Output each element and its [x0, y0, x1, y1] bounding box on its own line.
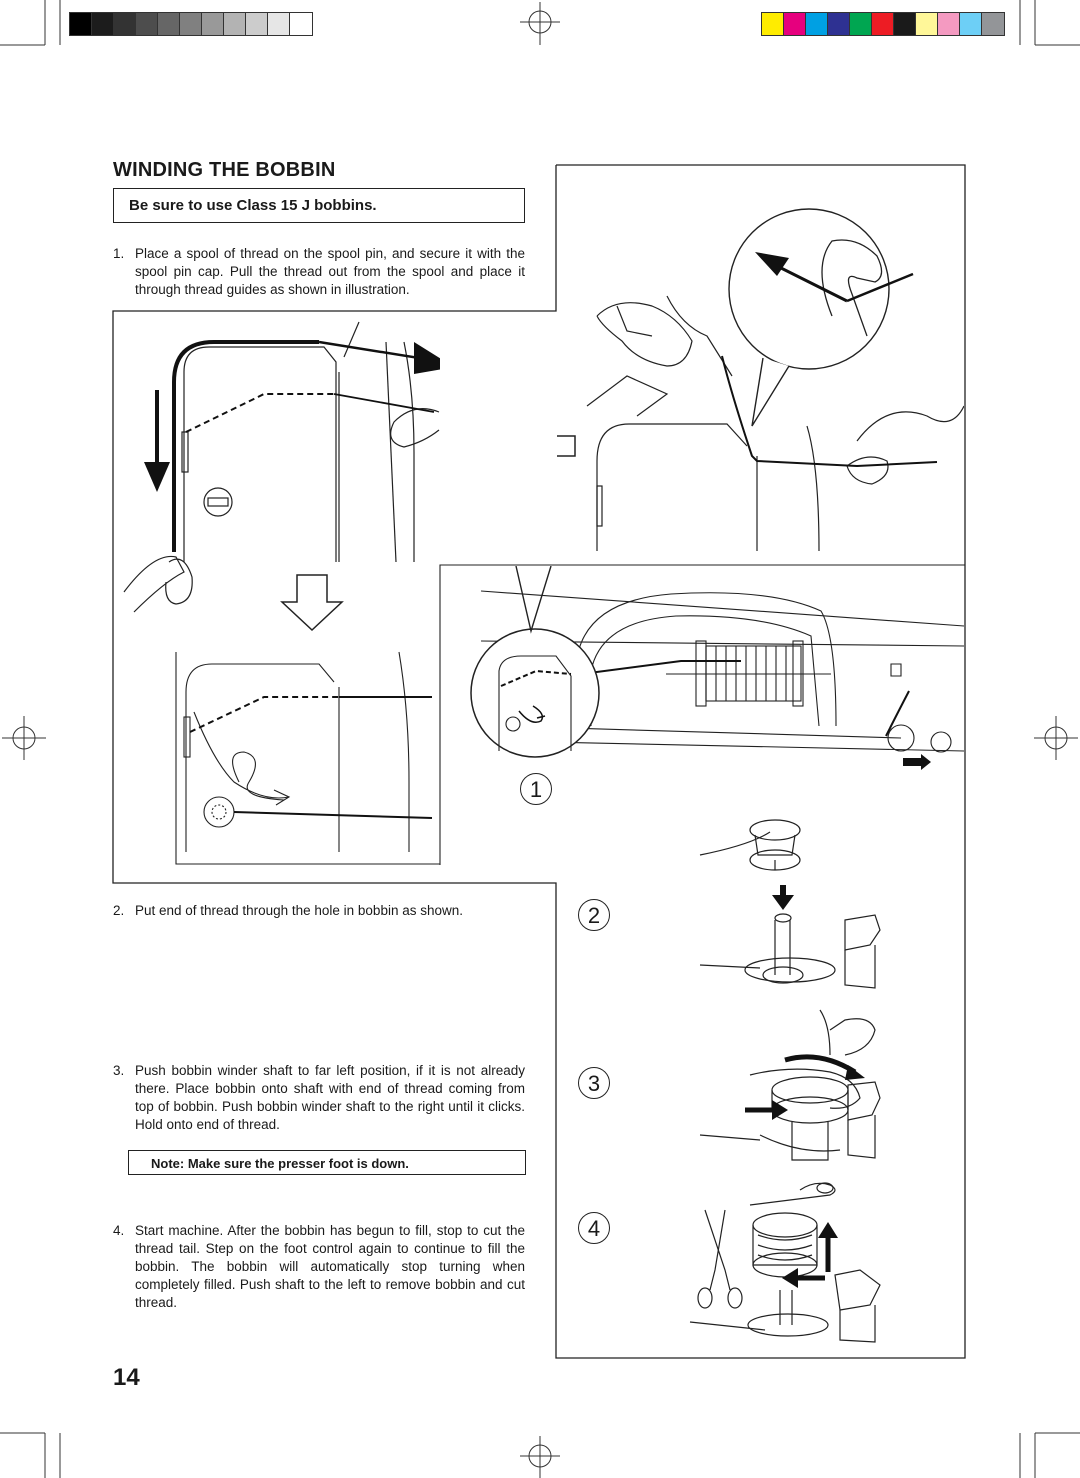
color-swatch — [982, 13, 1004, 35]
color-swatch — [938, 13, 960, 35]
color-swatch — [960, 13, 982, 35]
gray-swatch — [158, 13, 180, 35]
registration-mark-top — [520, 2, 560, 45]
step-1: 1. Place a spool of thread on the spool … — [113, 245, 525, 299]
gray-swatch — [268, 13, 290, 35]
gray-swatch — [180, 13, 202, 35]
color-swatch — [784, 13, 806, 35]
color-swatch — [850, 13, 872, 35]
gray-swatch — [70, 13, 92, 35]
registration-mark-right — [1034, 716, 1078, 760]
color-swatch — [916, 13, 938, 35]
gray-swatch — [224, 13, 246, 35]
color-swatch — [762, 13, 784, 35]
step-2: 2. Put end of thread through the hole in… — [113, 902, 525, 920]
step-number: 4. — [113, 1223, 125, 1238]
page-number: 14 — [113, 1364, 140, 1391]
gray-swatch — [136, 13, 158, 35]
spool-threading-illustration — [123, 321, 440, 865]
presser-foot-note: Note: Make sure the presser foot is down… — [128, 1150, 526, 1175]
step-text: Push bobbin winder shaft to far left pos… — [135, 1063, 525, 1132]
gray-swatch — [202, 13, 224, 35]
step-number: 1. — [113, 246, 125, 261]
figure-label-1: 1 — [520, 773, 552, 805]
gray-swatch — [290, 13, 312, 35]
thread-guide-detail-illustration — [557, 208, 964, 552]
step-text: Place a spool of thread on the spool pin… — [135, 246, 525, 297]
step-text: Put end of thread through the hole in bo… — [135, 903, 463, 918]
bobbin-class-warning: Be sure to use Class 15 J bobbins. — [113, 188, 525, 223]
step-3: 3. Push bobbin winder shaft to far left … — [113, 1062, 525, 1134]
registration-mark-bottom — [520, 1436, 560, 1478]
figure-label-3: 3 — [578, 1067, 610, 1099]
color-swatch — [894, 13, 916, 35]
section-title: WINDING THE BOBBIN — [113, 159, 336, 181]
spool-winder-illustration — [470, 566, 964, 770]
figure-label-2: 2 — [578, 899, 610, 931]
grayscale-calibration-bar — [69, 12, 313, 36]
step-4: 4. Start machine. After the bobbin has b… — [113, 1222, 525, 1312]
registration-mark-left — [2, 716, 46, 760]
gray-swatch — [92, 13, 114, 35]
step-number: 2. — [113, 903, 125, 918]
step-number: 3. — [113, 1063, 125, 1078]
bobbin-steps-illustration — [689, 819, 881, 1343]
gray-swatch — [246, 13, 268, 35]
color-calibration-bar — [761, 12, 1005, 36]
figure-label-4: 4 — [578, 1212, 610, 1244]
color-swatch — [828, 13, 850, 35]
step-text: Start machine. After the bobbin has begu… — [135, 1223, 525, 1310]
color-swatch — [806, 13, 828, 35]
color-swatch — [872, 13, 894, 35]
gray-swatch — [114, 13, 136, 35]
